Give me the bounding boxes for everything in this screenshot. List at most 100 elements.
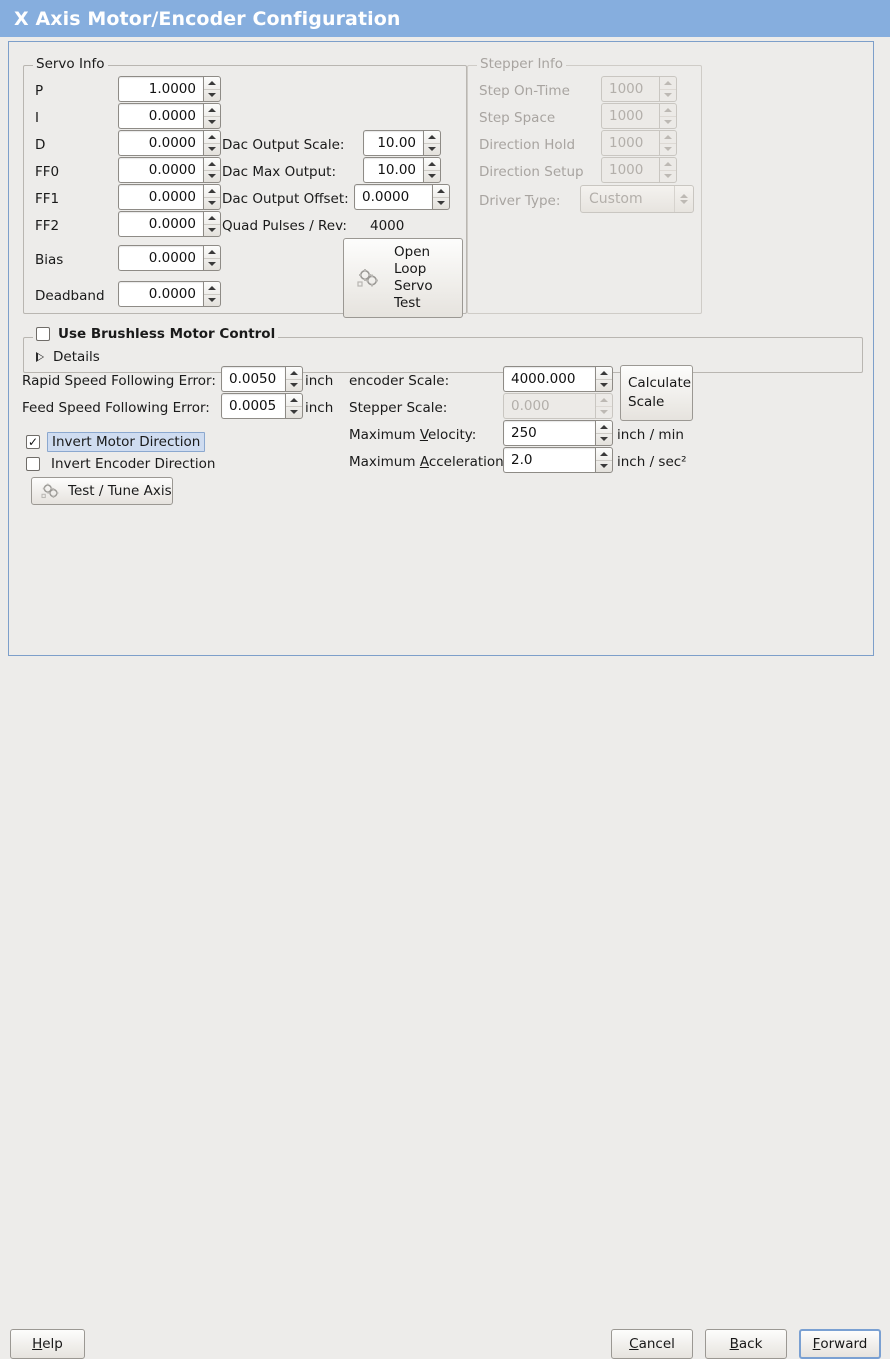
encoder-scale-value[interactable]: 4000.000 [503, 366, 595, 392]
spin-up-icon[interactable] [424, 131, 440, 144]
spin-up-icon[interactable] [424, 158, 440, 171]
dac-output-offset-spinner[interactable]: 0.0000 [354, 184, 450, 210]
calculate-scale-button[interactable]: Calculate Scale [620, 365, 693, 421]
spin-down-icon[interactable] [286, 407, 302, 419]
spin-up-icon[interactable] [204, 158, 220, 171]
spin-down-icon[interactable] [204, 259, 220, 271]
dac-output-scale-spinner[interactable]: 10.00 [363, 130, 441, 156]
use-brushless-motor-control-checkbox[interactable]: Use Brushless Motor Control [33, 326, 279, 342]
spin-down-icon[interactable] [204, 295, 220, 307]
calculate-scale-line2: Scale [628, 394, 665, 410]
open-loop-servo-test-button[interactable]: Open Loop Servo Test [343, 238, 463, 318]
spin-up-icon[interactable] [596, 367, 612, 380]
servo-spinner-bias-buttons[interactable] [203, 245, 221, 271]
servo-spinner-ff2[interactable]: 0.0000 [118, 211, 221, 237]
spin-up-icon[interactable] [204, 282, 220, 295]
spin-down-icon[interactable] [204, 90, 220, 102]
test-tune-axis-button[interactable]: Test / Tune Axis [31, 477, 173, 505]
spin-up-icon[interactable] [204, 77, 220, 90]
spin-up-icon[interactable] [286, 367, 302, 380]
dac-max-output-buttons[interactable] [423, 157, 441, 183]
servo-spinner-ff2-buttons[interactable] [203, 211, 221, 237]
servo-spinner-deadband-buttons[interactable] [203, 281, 221, 307]
spin-down-icon[interactable] [596, 434, 612, 446]
spin-down-icon[interactable] [596, 461, 612, 473]
servo-spinner-ff1[interactable]: 0.0000 [118, 184, 221, 210]
servo-value-ff0[interactable]: 0.0000 [118, 157, 203, 183]
servo-spinner-ff0-buttons[interactable] [203, 157, 221, 183]
rapid-following-error-spinner[interactable]: 0.0050 [221, 366, 303, 392]
servo-spinner-bias[interactable]: 0.0000 [118, 245, 221, 271]
spin-down-icon[interactable] [204, 171, 220, 183]
checkbox-box[interactable] [26, 457, 40, 471]
brushless-motor-group: Use Brushless Motor Control Details [23, 326, 863, 373]
step-on-time-value: 1000 [601, 76, 659, 102]
servo-value-d[interactable]: 0.0000 [118, 130, 203, 156]
feed-following-error-buttons[interactable] [285, 393, 303, 419]
invert-motor-direction-checkbox[interactable]: ✓ Invert Motor Direction [26, 432, 206, 452]
direction-setup-value: 1000 [601, 157, 659, 183]
maximum-velocity-spinner[interactable]: 250 [503, 420, 613, 446]
checkbox-box[interactable] [36, 327, 50, 341]
servo-value-deadband[interactable]: 0.0000 [118, 281, 203, 307]
spin-up-icon[interactable] [204, 212, 220, 225]
spin-up-icon[interactable] [286, 394, 302, 407]
servo-spinner-ff0[interactable]: 0.0000 [118, 157, 221, 183]
spin-down-icon[interactable] [204, 225, 220, 237]
servo-value-i[interactable]: 0.0000 [118, 103, 203, 129]
spin-up-icon[interactable] [596, 421, 612, 434]
servo-spinner-p-buttons[interactable] [203, 76, 221, 102]
spin-down-icon[interactable] [204, 144, 220, 156]
dac-output-scale-buttons[interactable] [423, 130, 441, 156]
servo-value-bias[interactable]: 0.0000 [118, 245, 203, 271]
maximum-acceleration-spinner[interactable]: 2.0 [503, 447, 613, 473]
spin-down-icon[interactable] [433, 198, 449, 210]
dac-output-offset-buttons[interactable] [432, 184, 450, 210]
rapid-following-error-value[interactable]: 0.0050 [221, 366, 285, 392]
encoder-scale-spinner[interactable]: 4000.000 [503, 366, 613, 392]
maximum-acceleration-label-pre: Maximum [349, 454, 420, 470]
chevron-right-icon[interactable] [36, 352, 44, 362]
dac-max-output-spinner[interactable]: 10.00 [363, 157, 441, 183]
servo-value-ff1[interactable]: 0.0000 [118, 184, 203, 210]
details-expander[interactable]: Details [36, 349, 100, 365]
checkbox-box[interactable]: ✓ [26, 435, 40, 449]
encoder-scale-buttons[interactable] [595, 366, 613, 392]
servo-value-ff2[interactable]: 0.0000 [118, 211, 203, 237]
maximum-velocity-buttons[interactable] [595, 420, 613, 446]
servo-spinner-deadband[interactable]: 0.0000 [118, 281, 221, 307]
spin-down-icon[interactable] [424, 171, 440, 183]
servo-spinner-d[interactable]: 0.0000 [118, 130, 221, 156]
spin-up-icon[interactable] [596, 448, 612, 461]
maximum-velocity-value[interactable]: 250 [503, 420, 595, 446]
spin-up-icon[interactable] [204, 131, 220, 144]
servo-spinner-d-buttons[interactable] [203, 130, 221, 156]
maximum-acceleration-value[interactable]: 2.0 [503, 447, 595, 473]
spin-down-icon[interactable] [596, 380, 612, 392]
servo-value-p[interactable]: 1.0000 [118, 76, 203, 102]
servo-spinner-i[interactable]: 0.0000 [118, 103, 221, 129]
rapid-following-error-buttons[interactable] [285, 366, 303, 392]
spin-down-icon[interactable] [424, 144, 440, 156]
invert-encoder-direction-checkbox[interactable]: Invert Encoder Direction [26, 456, 215, 472]
spin-down-icon[interactable] [204, 198, 220, 210]
dac-max-output-value[interactable]: 10.00 [363, 157, 423, 183]
spin-up-icon[interactable] [433, 185, 449, 198]
dac-output-offset-value[interactable]: 0.0000 [354, 184, 432, 210]
spin-up-icon[interactable] [204, 185, 220, 198]
spin-up-icon[interactable] [204, 104, 220, 117]
maximum-acceleration-buttons[interactable] [595, 447, 613, 473]
servo-spinner-ff1-buttons[interactable] [203, 184, 221, 210]
feed-following-error-spinner[interactable]: 0.0005 [221, 393, 303, 419]
feed-following-error-value[interactable]: 0.0005 [221, 393, 285, 419]
dac-output-scale-value[interactable]: 10.00 [363, 130, 423, 156]
servo-spinner-p[interactable]: 1.0000 [118, 76, 221, 102]
spin-down-icon[interactable] [204, 117, 220, 129]
spin-down-icon[interactable] [286, 380, 302, 392]
spin-up-icon[interactable] [204, 246, 220, 259]
servo-spinner-i-buttons[interactable] [203, 103, 221, 129]
